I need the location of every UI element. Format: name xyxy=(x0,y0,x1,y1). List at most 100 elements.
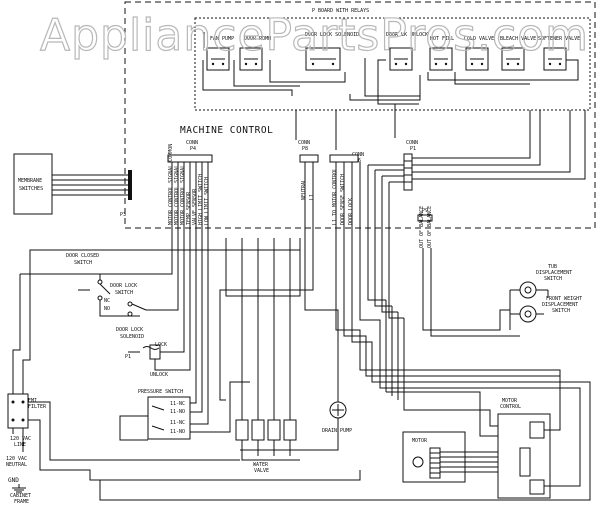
water-valve-label: VALVE xyxy=(254,468,269,474)
connector-p8: CONN P8 xyxy=(298,140,319,163)
svg-text:DOOR SENSE SWITCH: DOOR SENSE SWITCH xyxy=(340,174,346,225)
svg-text:OUT OF BALANCE: OUT OF BALANCE xyxy=(427,206,433,248)
svg-text:11-NO: 11-NO xyxy=(170,409,185,415)
relay-label: BLEACH VALVE xyxy=(500,36,536,42)
gnd-label: GND xyxy=(8,477,19,484)
p4-pin-labels: MOTOR CONTROL SIGNAL COMMON MOTOR CONTRO… xyxy=(168,144,210,225)
motor-label: MOTOR xyxy=(412,438,428,444)
connector-p4: CONN P4 xyxy=(167,140,213,163)
drain-pump: DRAIN PUMP xyxy=(300,238,352,451)
svg-text:120 VAC: 120 VAC xyxy=(6,456,27,462)
relay-fan-pump: FAN PUMP xyxy=(206,36,234,71)
svg-text:CABINET: CABINET xyxy=(10,493,31,499)
svg-text:MOTOR CONTROL SIGNAL: MOTOR CONTROL SIGNAL xyxy=(174,165,180,225)
relay-hot-fill: HOT FILL xyxy=(429,36,454,71)
relay-row: FAN PUMP DOOR ROMH DOOR LOCK SOLENOID DO… xyxy=(202,32,580,105)
door-lock-switch-label: DOOR LOCK xyxy=(110,283,137,289)
motor-control-label: CONTROL xyxy=(500,404,521,410)
drain-pump-label: DRAIN PUMP xyxy=(322,428,352,434)
relay-label: DOOR LK UNLOCK xyxy=(386,32,428,38)
relay-door-romh: DOOR ROMH xyxy=(239,36,271,71)
door-closed-label: DOOR CLOSED xyxy=(66,253,99,259)
emi-label: EMI xyxy=(28,398,37,404)
svg-text:P3: P3 xyxy=(120,212,126,218)
relay-door-lock-solenoid: DOOR LOCK SOLENOID xyxy=(305,32,359,71)
relay-label: HOT FILL xyxy=(430,36,454,42)
svg-text:TUB: TUB xyxy=(548,264,557,270)
door-lock-solenoid-label: SOLENOID xyxy=(120,334,144,340)
relay-label: DOOR ROMH xyxy=(244,36,271,42)
svg-text:NO: NO xyxy=(104,306,110,312)
machine-control-title: MACHINE CONTROL xyxy=(180,125,273,136)
svg-text:DISPLACEMENT: DISPLACEMENT xyxy=(536,270,572,276)
svg-text:120 VAC: 120 VAC xyxy=(10,436,31,442)
svg-text:MOTOR CONTROL SIGNAL: MOTOR CONTROL SIGNAL xyxy=(180,165,186,225)
svg-text:L1 TO MOTOR CONTROL: L1 TO MOTOR CONTROL xyxy=(332,168,338,225)
connector-label: CONN xyxy=(186,140,198,146)
connector-label: CONN xyxy=(406,140,418,146)
displacement-switches: TUB DISPLACEMENT SWITCH FRONT WEIGHT DIS… xyxy=(509,264,582,330)
membrane-label: MEMBRANE xyxy=(18,178,42,184)
relay-label: COLD VALVE xyxy=(464,36,494,42)
door-lock-switch-label: SWITCH xyxy=(115,290,133,296)
svg-text:TEMP SENSOR: TEMP SENSOR xyxy=(186,191,192,225)
emi-label: FILTER xyxy=(28,404,47,410)
connector-label: CONN xyxy=(298,140,310,146)
relay-board-label: P BOARD WITH RELAYS xyxy=(312,8,369,14)
emi-filter: EMI FILTER 120 VAC LINE 120 VAC NEUTRAL … xyxy=(6,238,361,505)
membrane-switches: MEMBRANE SWITCHES P3 xyxy=(13,153,132,218)
p9-connector: P9 OUT OF BALANCE OUT OF BALANCE xyxy=(417,206,433,248)
svg-text:MOTOR CONTROL SIGNAL COMMON: MOTOR CONTROL SIGNAL COMMON xyxy=(168,144,174,225)
control-wiring xyxy=(171,104,586,238)
svg-text:UNLOCK: UNLOCK xyxy=(150,372,168,378)
relay-bleach-valve: BLEACH VALVE xyxy=(500,36,536,71)
svg-text:NC: NC xyxy=(104,298,110,304)
relay-door-lk-unlock: DOOR LK UNLOCK xyxy=(386,32,428,71)
svg-text:SWITCH: SWITCH xyxy=(544,276,562,282)
svg-text:FRAME: FRAME xyxy=(14,499,29,505)
water-valve: WATER VALVE xyxy=(235,238,300,474)
connector-label: P8 xyxy=(302,146,308,152)
svg-text:NEUTRAL: NEUTRAL xyxy=(6,462,27,468)
door-lock-switch: DOOR LOCK SWITCH NC NO xyxy=(104,238,179,317)
svg-text:SWITCH: SWITCH xyxy=(552,308,570,314)
svg-text:VALVE SENSOR: VALVE SENSOR xyxy=(192,188,198,225)
motor-control-label: MOTOR xyxy=(502,398,518,404)
membrane-label: SWITCHES xyxy=(19,186,43,192)
watermark: AppliancePartsPros.com xyxy=(40,10,589,61)
p6-pin-labels: L1 TO MOTOR CONTROL DOOR SENSE SWITCH DO… xyxy=(332,168,354,225)
svg-text:P9: P9 xyxy=(422,208,428,214)
relay-cold-valve: COLD VALVE xyxy=(464,36,494,71)
svg-text:DISPLACEMENT: DISPLACEMENT xyxy=(542,302,578,308)
p8-pin-labels: NEUTRAL L1 xyxy=(301,179,315,200)
relay-label: DOOR LOCK SOLENOID xyxy=(305,32,359,38)
water-valve-label: WATER xyxy=(253,462,269,468)
svg-text:LOCK: LOCK xyxy=(155,342,167,348)
svg-text:11-NC: 11-NC xyxy=(170,420,185,426)
relay-softener-valve: SOFTENER VALVE xyxy=(538,36,580,71)
door-closed-label: SWITCH xyxy=(74,260,92,266)
svg-text:NEUTRAL: NEUTRAL xyxy=(301,179,307,200)
relay-label: SOFTENER VALVE xyxy=(538,36,580,42)
relay-label: FAN PUMP xyxy=(210,36,234,42)
connector-label: P1 xyxy=(410,146,416,152)
svg-text:11-NO: 11-NO xyxy=(170,429,185,435)
svg-text:HIGH LIMIT SWITCH: HIGH LIMIT SWITCH xyxy=(198,174,204,225)
svg-text:P1: P1 xyxy=(125,354,131,360)
connector-p6: CONN P6 xyxy=(329,152,364,164)
svg-text:DOOR LOCK: DOOR LOCK xyxy=(348,198,354,225)
door-lock-solenoid-label: DOOR LOCK xyxy=(116,327,143,333)
svg-text:OUT OF BALANCE: OUT OF BALANCE xyxy=(419,206,425,248)
svg-text:L1: L1 xyxy=(309,194,315,200)
pressure-switch: PRESSURE SWITCH 11-NC 11-NO 11-NC 11-NO xyxy=(119,238,250,441)
machine-control-board: MACHINE CONTROL P BOARD WITH RELAYS xyxy=(124,1,596,229)
pressure-switch-label: PRESSURE SWITCH xyxy=(138,389,183,395)
svg-text:11-NC: 11-NC xyxy=(170,401,185,407)
svg-text:LINE: LINE xyxy=(14,442,26,448)
connector-label: P4 xyxy=(190,146,196,152)
door-lock-solenoid: DOOR LOCK SOLENOID P1 LOCK UNLOCK xyxy=(116,238,191,378)
motor-control: MOTOR CONTROL xyxy=(386,391,581,499)
motor-bus xyxy=(99,238,591,501)
svg-text:FRONT WEIGHT: FRONT WEIGHT xyxy=(546,296,582,302)
